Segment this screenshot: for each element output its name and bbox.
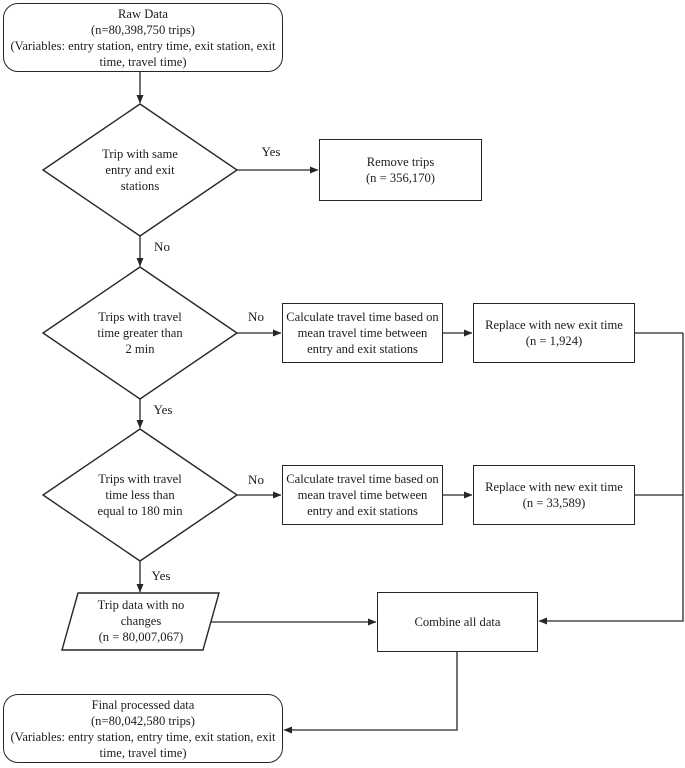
edge-label-no-3: No (248, 472, 264, 487)
decision1-diamond-shape (41, 103, 239, 237)
node-trip-data-no-changes: Trip data with no changes (n = 80,007,06… (97, 598, 185, 644)
node-decision-same-stations: Trip with same entry and exit stations (102, 147, 178, 193)
node-decision-travel-le-180min: Trips with travel time less than equal t… (97, 472, 183, 518)
decision3-diamond-shape (41, 428, 239, 562)
connector-combine-to-final (283, 652, 458, 734)
edge-label-no-1: No (154, 239, 170, 254)
node-combine-all-data: Combine all data (377, 592, 538, 652)
node-decision-travel-gt-2min: Trips with travel time greater than 2 mi… (97, 310, 183, 356)
edge-label-yes-2: Yes (153, 402, 173, 417)
decision2-diamond-shape (41, 266, 239, 400)
node-final-processed-data: Final processed data (n=80,042,580 trips… (3, 694, 283, 763)
node-calculate-travel-time-1: Calculate travel time based on mean trav… (282, 303, 443, 363)
node-replace-exit-time-1: Replace with new exit time (n = 1,924) (473, 303, 635, 363)
node-replace-exit-time-2: Replace with new exit time (n = 33,589) (473, 465, 635, 525)
trip-data-parallelogram-shape (61, 592, 220, 651)
node-remove-trips: Remove trips (n = 356,170) (319, 139, 482, 201)
node-calculate-travel-time-2: Calculate travel time based on mean trav… (282, 465, 443, 525)
edge-label-yes-3: Yes (151, 568, 171, 583)
edge-label-no-2: No (248, 309, 264, 324)
node-raw-data: Raw Data (n=80,398,750 trips) (Variables… (3, 3, 283, 72)
edge-label-yes-1: Yes (261, 144, 281, 159)
connector-rail-to-combine (538, 333, 684, 625)
